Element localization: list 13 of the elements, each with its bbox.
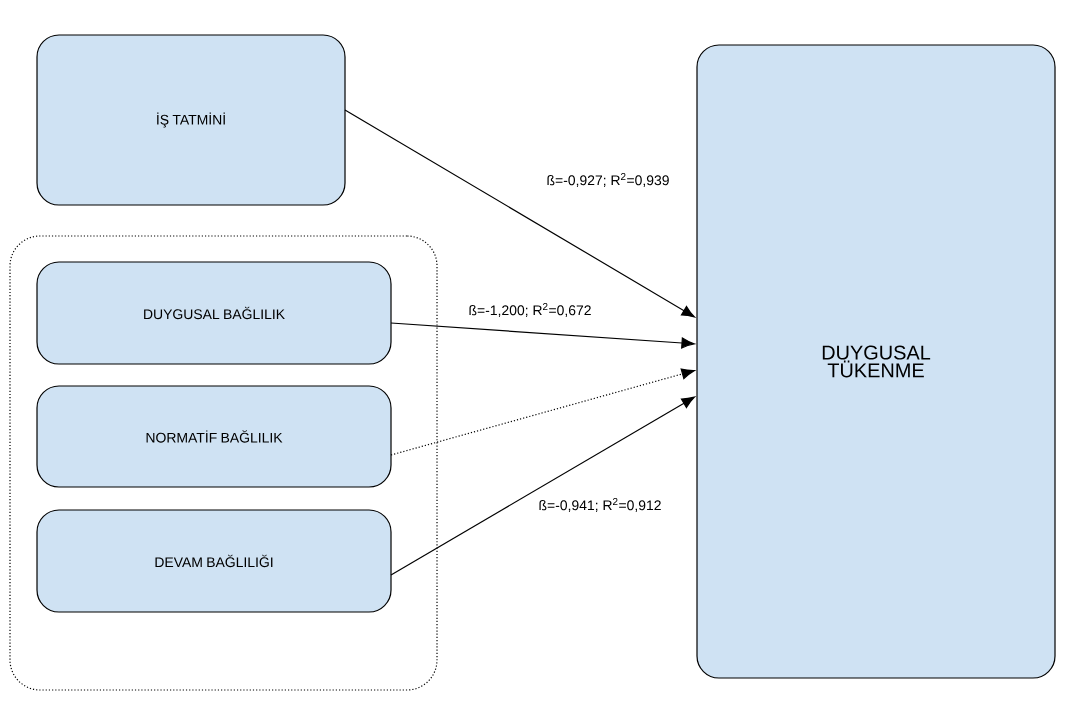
arrow <box>390 322 695 349</box>
edge-label: ß=-0,941; R$^{2}$=0,912 <box>537 497 663 513</box>
process-box: DUYGUSAL TÜKENME <box>696 44 1056 679</box>
edge-label: ß=-1,200; R$^{2}$=0,672 <box>467 302 593 318</box>
process-box: DEVAM BAĞLILIĞI <box>36 509 392 613</box>
process-box: DUYGUSAL BAĞLILIK <box>36 261 392 365</box>
edge-label: ß=-0,927; R$^{2}$=0,939 <box>545 172 671 188</box>
arrow <box>390 368 695 456</box>
arrow <box>390 396 695 576</box>
arrow <box>344 109 695 318</box>
group-outline <box>9 235 438 691</box>
process-box: NORMATİF BAĞLILIK <box>36 385 392 488</box>
process-box: İŞ TATMİNİ <box>36 34 346 206</box>
